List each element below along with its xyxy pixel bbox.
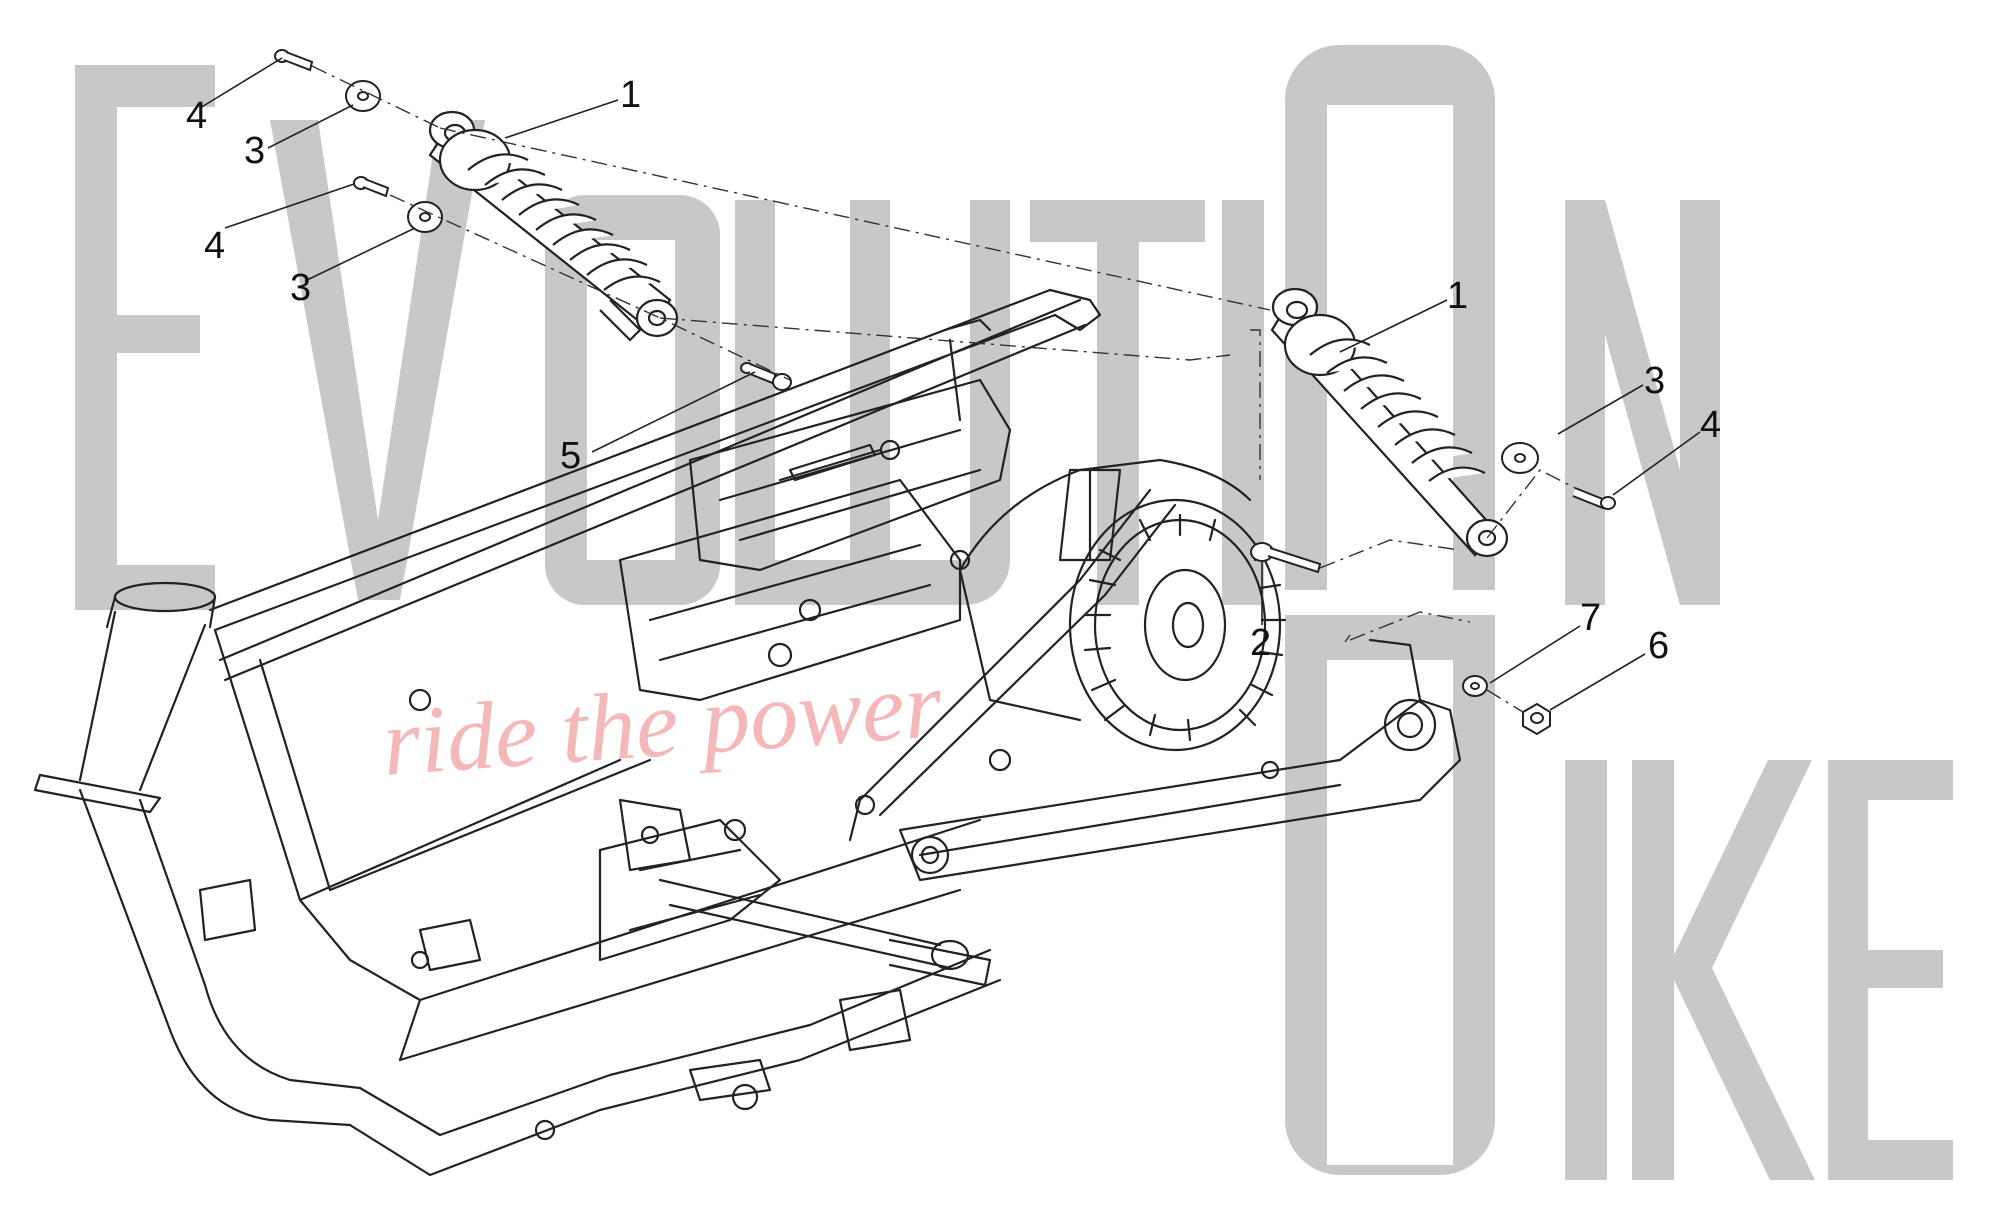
frame-lines [213, 628, 1002, 1177]
engine-case [958, 458, 1252, 722]
head-tube [33, 581, 217, 814]
bolt [1250, 542, 1322, 574]
callout-labels: 4 3 4 3 1 5 1 3 4 2 7 6 [186, 74, 1721, 667]
seat-rail-end [1048, 288, 1102, 332]
washer-right [1501, 442, 1539, 474]
callout-1-right: 1 [1447, 275, 1468, 317]
leader-lines [199, 57, 1701, 711]
assembly-axes [311, 65, 1576, 713]
callout-4-right: 4 [1700, 404, 1721, 446]
screw-mid-left [353, 176, 390, 198]
lower-cradle [598, 818, 782, 962]
washer-mid-left [407, 201, 443, 233]
down-tube [78, 788, 362, 1127]
frame-bolts [408, 439, 1012, 1141]
watermark-logo [75, 45, 1953, 1180]
chassis-frame [33, 288, 1462, 1177]
callout-1-left: 1 [620, 74, 641, 116]
watermark-letter-i-2 [1565, 760, 1607, 1180]
watermark-letter-n [1565, 200, 1720, 605]
callout-5: 5 [560, 435, 581, 477]
swingarm [898, 638, 1462, 882]
right-shock-absorber [1270, 287, 1509, 558]
washer-small [1462, 675, 1488, 697]
callout-3-top-left: 3 [244, 130, 265, 172]
watermark-letter-b [1285, 615, 1495, 1175]
watermark-letter-e [75, 65, 215, 610]
diagonal-tube [848, 488, 1177, 842]
vertical-brace [1058, 468, 1122, 562]
callout-4-mid-left: 4 [204, 225, 225, 267]
small-parts [274, 49, 1616, 736]
callout-4-top-left: 4 [186, 95, 207, 137]
watermark-letter-i [1222, 200, 1264, 605]
callout-3-right: 3 [1644, 360, 1665, 402]
washer-top-left [345, 80, 381, 112]
nut [1522, 702, 1551, 736]
footrest-bar [618, 798, 992, 987]
central-plate [618, 478, 962, 702]
clutch-drum [1068, 498, 1287, 752]
watermark-letter-t [1030, 200, 1205, 605]
shock-mount-bracket [778, 318, 992, 482]
callout-7: 7 [1580, 597, 1601, 639]
screw-right [1572, 487, 1616, 510]
watermark-letter-o [545, 195, 720, 605]
upper-tube [208, 288, 1087, 682]
callout-3-mid-left: 3 [290, 267, 311, 309]
screw-top-left [274, 49, 314, 72]
watermark-letter-e-2 [1828, 760, 1953, 1180]
watermark-letter-v [270, 120, 485, 600]
bottom-brackets [198, 878, 912, 1111]
watermark-letter-u [850, 200, 1010, 605]
left-shock-absorber [428, 110, 679, 342]
callout-6: 6 [1648, 625, 1669, 667]
watermark-tagline: ride the power [379, 650, 946, 796]
watermark-letter-k [1632, 760, 1815, 1180]
callout-2: 2 [1250, 622, 1271, 664]
